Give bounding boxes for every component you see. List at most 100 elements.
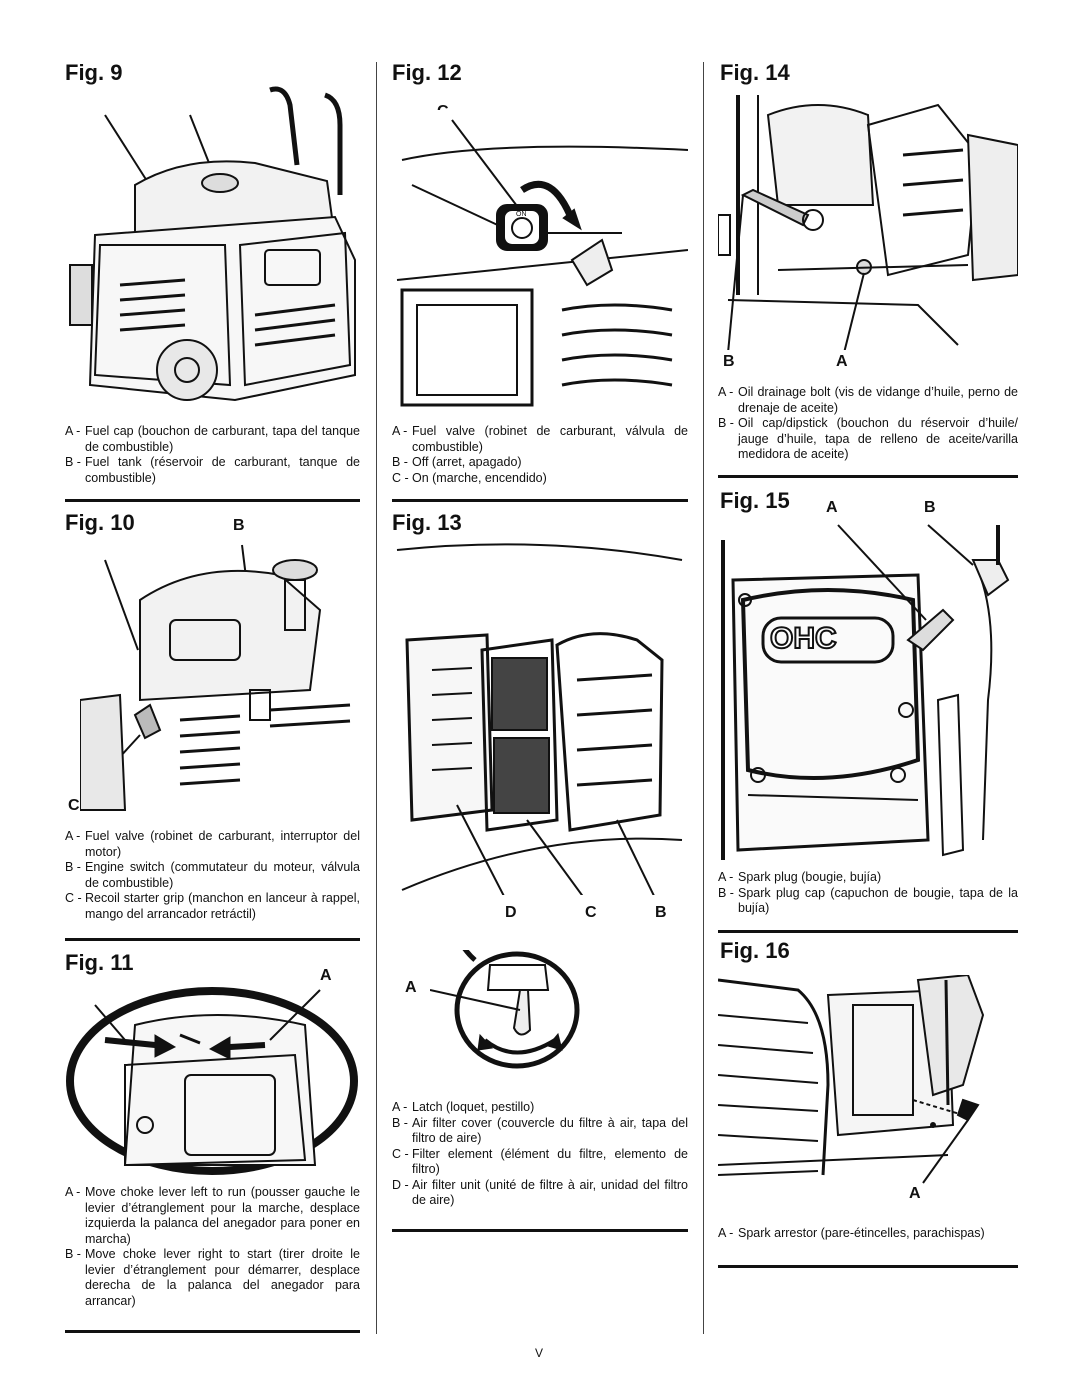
fig16-legend-text-a: Spark arrestor (pare-étincelles, parachi…	[738, 1226, 985, 1240]
fig12-legend-text-c: On (marche, encendido)	[412, 470, 547, 485]
fig15-spark-plug-illustration	[718, 520, 1018, 860]
fig15-legend-letter-b: B -	[718, 885, 734, 900]
fig10-legend-letter-b: B -	[65, 860, 81, 874]
fig15-legend-text-a: Spark plug (bougie, bujía)	[738, 870, 882, 884]
fig15-title: Fig. 15	[720, 488, 790, 513]
fig14-divider	[718, 475, 1018, 478]
fig11-legend-item-a: A - Move choke lever left to run (pousse…	[65, 1185, 360, 1247]
fig12-legend-item-b: B - Off (arret, apagado)	[392, 455, 688, 471]
fig13-latch-detail	[430, 950, 580, 1070]
fig14-legend-letter-a: A -	[718, 385, 734, 399]
fig14-oil-illustration	[718, 95, 1018, 350]
fig10-fuel-valve-illustration	[80, 540, 360, 812]
fig9-legend-text-a: Fuel cap (bouchon de carburant, tapa del…	[85, 424, 360, 454]
fig13-callout-c: C	[585, 904, 597, 921]
fig10-legend-text-a: Fuel valve (robinet de carburant, interr…	[85, 829, 360, 859]
fig13-legend-item-b: B - Air filter cover (couvercle du filtr…	[392, 1116, 688, 1147]
fig14-legend-item-b: B - Oil cap/dipstick (bouchon du réservo…	[718, 416, 1018, 463]
fig13-legend-item-a: A - Latch (loquet, pestillo)	[392, 1100, 688, 1116]
fig9-legend-text-b: Fuel tank (réservoir de carburant, tanqu…	[85, 455, 360, 485]
fig12-switch-on-label: ON	[516, 211, 527, 218]
fig15-legend: A - Spark plug (bougie, bujía) B - Spark…	[718, 870, 1018, 917]
fig10-legend-text-b: Engine switch (commutateur du moteur, vá…	[85, 860, 360, 890]
fig14-legend-text-a: Oil drainage bolt (vis de vidange d’huil…	[738, 385, 1018, 415]
fig14-legend-letter-b: B -	[718, 416, 734, 430]
page-number: V	[535, 1346, 544, 1360]
fig10-legend: A - Fuel valve (robinet de carburant, in…	[65, 829, 360, 922]
fig11-legend-text-b: Move choke lever right to start (tirer d…	[85, 1247, 360, 1308]
fig11-legend-letter-a: A -	[65, 1185, 81, 1199]
fig10-legend-item-b: B - Engine switch (commutateur du moteur…	[65, 860, 360, 891]
fig12-legend-item-c: C - On (marche, encendido)	[392, 471, 688, 487]
fig9-divider	[65, 499, 360, 502]
fig12-legend-letter-a: A -	[392, 424, 408, 438]
fig9-legend-letter-b: B -	[65, 455, 81, 469]
fig15-callout-b: B	[924, 499, 936, 516]
column-divider-right	[703, 62, 704, 1334]
fig9-legend: A - Fuel cap (bouchon de carburant, tapa…	[65, 424, 360, 486]
fig14-title: Fig. 14	[720, 60, 790, 85]
fig15-divider	[718, 930, 1018, 933]
fig12-legend-letter-b: B -	[392, 455, 408, 469]
fig11-legend: A - Move choke lever left to run (pousse…	[65, 1185, 360, 1309]
fig13-legend-text-b: Air filter cover (couvercle du filtre à …	[412, 1115, 688, 1146]
fig13-legend-letter-a: A -	[392, 1100, 408, 1114]
fig11-legend-letter-b: B -	[65, 1247, 81, 1261]
fig12-legend-text-a: Fuel valve (robinet de carburant, válvul…	[412, 424, 688, 454]
fig11-divider	[65, 1330, 360, 1333]
fig10-title: Fig. 10	[65, 510, 135, 535]
fig9-legend-letter-a: A -	[65, 424, 81, 438]
fig10-divider	[65, 938, 360, 941]
fig15-callout-a: A	[826, 499, 838, 516]
fig10-legend-letter-a: A -	[65, 829, 81, 843]
fig13-legend-letter-c: C -	[392, 1146, 409, 1161]
fig11-choke-lever-illustration	[65, 985, 360, 1177]
fig12-fuel-valve-illustration	[392, 110, 688, 415]
fig9-generator-illustration	[65, 85, 360, 415]
fig13-callout-b: B	[655, 904, 667, 921]
fig12-legend-text-b: Off (arret, apagado)	[412, 455, 522, 469]
fig14-legend-item-a: A - Oil drainage bolt (vis de vidange d’…	[718, 385, 1018, 416]
fig12-legend-letter-c: C -	[392, 470, 409, 485]
fig13-legend-text-c: Filter element (élément du filtre, eleme…	[412, 1146, 688, 1177]
fig9-legend-item-a: A - Fuel cap (bouchon de carburant, tapa…	[65, 424, 360, 455]
fig10-legend-item-a: A - Fuel valve (robinet de carburant, in…	[65, 829, 360, 860]
fig13-legend-item-d: D - Air filter unit (unité de filtre à a…	[392, 1178, 688, 1209]
fig16-legend: A - Spark arrestor (pare-étincelles, par…	[718, 1226, 1018, 1242]
fig9-title: Fig. 9	[65, 60, 123, 85]
fig13-legend-letter-d: D -	[392, 1177, 409, 1192]
fig16-callout-a: A	[909, 1185, 921, 1202]
fig15-legend-text-b: Spark plug cap (capuchon de bougie, tapa…	[738, 885, 1018, 916]
fig15-legend-letter-a: A -	[718, 870, 734, 884]
fig13-divider	[392, 1229, 688, 1232]
fig11-legend-item-b: B - Move choke lever right to start (tir…	[65, 1247, 360, 1309]
fig16-title: Fig. 16	[720, 938, 790, 963]
fig11-callout-a: A	[320, 967, 332, 984]
fig13-air-filter-illustration	[392, 540, 688, 895]
fig16-legend-letter-a: A -	[718, 1226, 734, 1240]
fig12-title: Fig. 12	[392, 60, 462, 85]
fig10-legend-item-c: C - Recoil starter grip (manchon en lanc…	[65, 891, 360, 922]
fig14-legend-text-b: Oil cap/dipstick (bouchon du réservoir d…	[738, 416, 1018, 461]
fig14-callout-b: B	[723, 353, 735, 370]
fig16-spark-arrestor-illustration	[718, 975, 1018, 1185]
fig15-legend-item-a: A - Spark plug (bougie, bujía)	[718, 870, 1018, 886]
fig10-callout-b: B	[233, 517, 245, 534]
fig13-legend-item-c: C - Filter element (élément du filtre, e…	[392, 1147, 688, 1178]
fig12-legend: A - Fuel valve (robinet de carburant, vá…	[392, 424, 688, 486]
fig13-callout-a: A	[405, 979, 417, 996]
fig9-legend-item-b: B - Fuel tank (réservoir de carburant, t…	[65, 455, 360, 486]
fig12-legend-item-a: A - Fuel valve (robinet de carburant, vá…	[392, 424, 688, 455]
fig13-title: Fig. 13	[392, 510, 462, 535]
fig10-legend-letter-c: C -	[65, 891, 82, 905]
fig10-legend-text-c: Recoil starter grip (manchon en lanceur …	[85, 891, 360, 921]
fig15-ohc-mark: OHC	[769, 622, 838, 655]
fig15-legend-item-b: B - Spark plug cap (capuchon de bougie, …	[718, 886, 1018, 917]
fig13-legend-letter-b: B -	[392, 1115, 408, 1130]
fig16-legend-item-a: A - Spark arrestor (pare-étincelles, par…	[718, 1226, 1018, 1242]
fig13-legend-text-a: Latch (loquet, pestillo)	[412, 1100, 535, 1114]
fig13-legend: A - Latch (loquet, pestillo) B - Air fil…	[392, 1100, 688, 1209]
fig11-title: Fig. 11	[65, 950, 134, 975]
fig14-legend: A - Oil drainage bolt (vis de vidange d’…	[718, 385, 1018, 463]
fig11-legend-text-a: Move choke lever left to run (pousser ga…	[85, 1185, 360, 1246]
